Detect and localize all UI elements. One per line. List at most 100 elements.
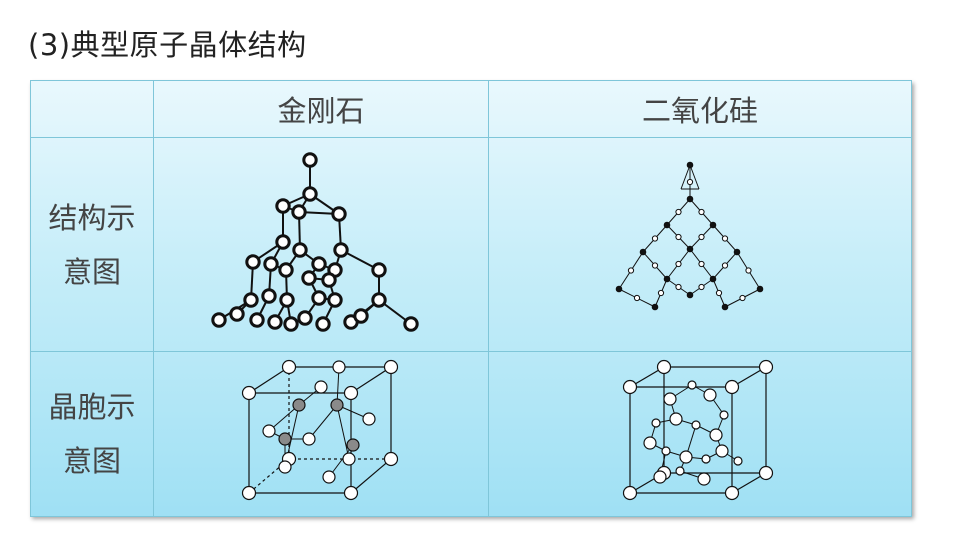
carbon-atom [275, 234, 291, 250]
oxygen-atom [686, 178, 694, 186]
carbon-atom [343, 485, 359, 501]
carbon-atom [314, 380, 328, 394]
silicon-atom [643, 436, 657, 450]
diamond-structure-cell [153, 137, 489, 352]
silicon-atom [721, 303, 729, 311]
carbon-atom [322, 470, 336, 484]
carbon-atom [362, 412, 376, 426]
bond-line [689, 164, 700, 190]
lattice-atom [622, 379, 638, 395]
oxygen-atom [675, 466, 685, 476]
silicon-atom [703, 388, 717, 402]
oxygen-atom [675, 233, 682, 241]
silicon-atom [709, 275, 717, 283]
silicon-atom [715, 444, 729, 458]
carbon-atom [342, 452, 356, 466]
carbon-atom [283, 316, 299, 332]
carbon-atom [302, 432, 316, 446]
header-empty-cell [30, 80, 154, 138]
row-label-line: 意图 [62, 444, 121, 478]
table-header-row: 金刚石 二氧化硅 [30, 80, 912, 138]
lattice-atom [724, 379, 740, 395]
carbon-atom [383, 451, 399, 467]
silicon-atom [653, 470, 667, 484]
carbon-atom [343, 385, 359, 401]
oxygen-atom [733, 456, 743, 466]
oxygen-atom [739, 294, 746, 302]
carbon-atom [311, 290, 327, 306]
silicon-atom [697, 472, 711, 486]
carbon-atom [211, 312, 227, 328]
bond-line [336, 404, 350, 460]
row-label-line: 意图 [62, 254, 121, 289]
page-title: (3)典型原子晶体结构 [28, 28, 307, 62]
carbon-atom [261, 288, 277, 304]
lattice-atom [758, 359, 774, 375]
oxygen-atom [657, 289, 665, 297]
diamond-cell-cell [153, 351, 489, 517]
carbon-atom [292, 242, 308, 258]
carbon-atom [249, 312, 265, 328]
silicon-atom [709, 221, 717, 229]
silicon-atom [756, 285, 764, 293]
oxygen-atom [745, 267, 752, 274]
oxygen-atom [721, 235, 729, 242]
carbon-atom [331, 206, 347, 222]
carbon-atom [275, 198, 291, 214]
header-diamond: 金刚石 [153, 80, 489, 138]
silicon-atom [663, 221, 671, 229]
silicon-atom [663, 392, 677, 406]
oxygen-atom [675, 260, 682, 268]
silicon-atom [615, 285, 623, 293]
bond-line [328, 444, 354, 478]
header-silica: 二氧化硅 [488, 80, 912, 138]
silicon-atom [686, 291, 694, 299]
carbon-atom [302, 186, 318, 202]
carbon-atom [403, 316, 419, 332]
oxygen-atom [651, 418, 661, 428]
carbon-atom [333, 242, 349, 258]
silicon-atom [669, 412, 683, 426]
cell-edge [248, 366, 290, 394]
oxygen-atom [715, 289, 723, 297]
oxygen-atom [698, 208, 705, 216]
oxygen-atom [627, 267, 635, 274]
silica-structure-cell [488, 137, 912, 352]
row-label-unit-cell: 晶胞示 意图 [30, 351, 154, 517]
silica-structure-diagram [615, 161, 764, 311]
oxygen-atom [698, 283, 705, 291]
carbon-atom [383, 359, 399, 375]
carbon-atom [291, 204, 307, 220]
carbon-atom [245, 254, 261, 270]
carbon-atom [301, 270, 317, 286]
carbon-atom [241, 385, 257, 401]
bond-line [680, 164, 691, 190]
diamond-unit-cell-diagram [241, 359, 399, 501]
bond-line [268, 404, 300, 432]
inner-carbon-atom [346, 438, 360, 452]
inner-carbon-atom [292, 398, 306, 412]
cell-edge [350, 458, 392, 494]
oxygen-atom [698, 260, 705, 268]
carbon-atom [311, 256, 327, 272]
silicon-atom [639, 248, 647, 256]
cell-edge [350, 366, 392, 394]
oxygen-atom [675, 208, 682, 216]
carbon-atom [262, 424, 276, 438]
carbon-atom [332, 360, 346, 374]
oxygen-atom [651, 235, 659, 242]
lattice-atom [758, 465, 774, 481]
silicon-atom [663, 275, 671, 283]
carbon-atom [297, 310, 313, 326]
silica-unit-cell-diagram [622, 359, 774, 501]
oxygen-atom [651, 262, 659, 269]
carbon-atom [281, 359, 297, 375]
carbon-atom [267, 314, 283, 330]
silicon-atom [709, 428, 723, 442]
crystal-structure-table: 金刚石 二氧化硅 结构示 意图 晶胞示 意图 [30, 80, 912, 517]
inner-carbon-atom [278, 432, 292, 446]
oxygen-atom [698, 233, 705, 241]
oxygen-atom [701, 454, 711, 464]
oxygen-atom [675, 283, 682, 291]
carbon-atom [279, 292, 295, 308]
